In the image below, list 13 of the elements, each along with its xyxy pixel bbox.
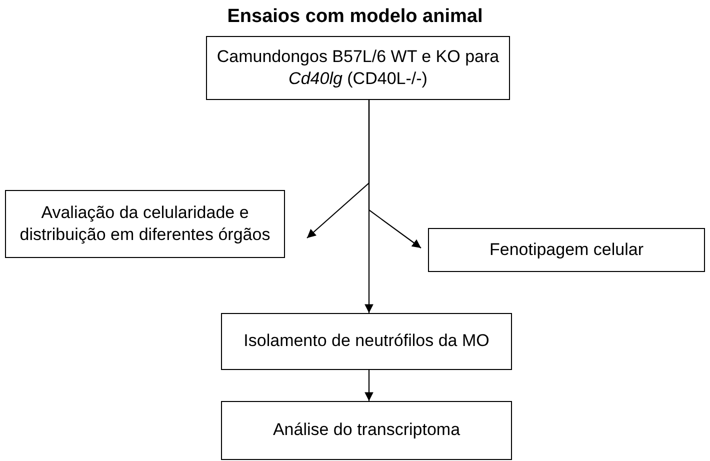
diagram-title: Ensaios com modelo animal (226, 6, 484, 28)
process-box (428, 228, 705, 272)
box-text: Avaliação da celularidade e distribuição em diferentes órgãos (18, 202, 272, 246)
arrow (364, 100, 374, 313)
process-box (221, 313, 512, 370)
box-text: Análise do transcriptoma (272, 419, 460, 442)
process-box (221, 401, 512, 460)
box-text: Isolamento de neutrófilos da MO (244, 330, 490, 352)
process-box (206, 36, 510, 100)
arrow (364, 370, 374, 401)
box-text: Fenotipagem celular (489, 238, 644, 261)
box-text: Camundongos B57L/6 WT e KO para Cd40lg (CD40L-/-) (216, 46, 500, 90)
process-box (5, 190, 285, 258)
